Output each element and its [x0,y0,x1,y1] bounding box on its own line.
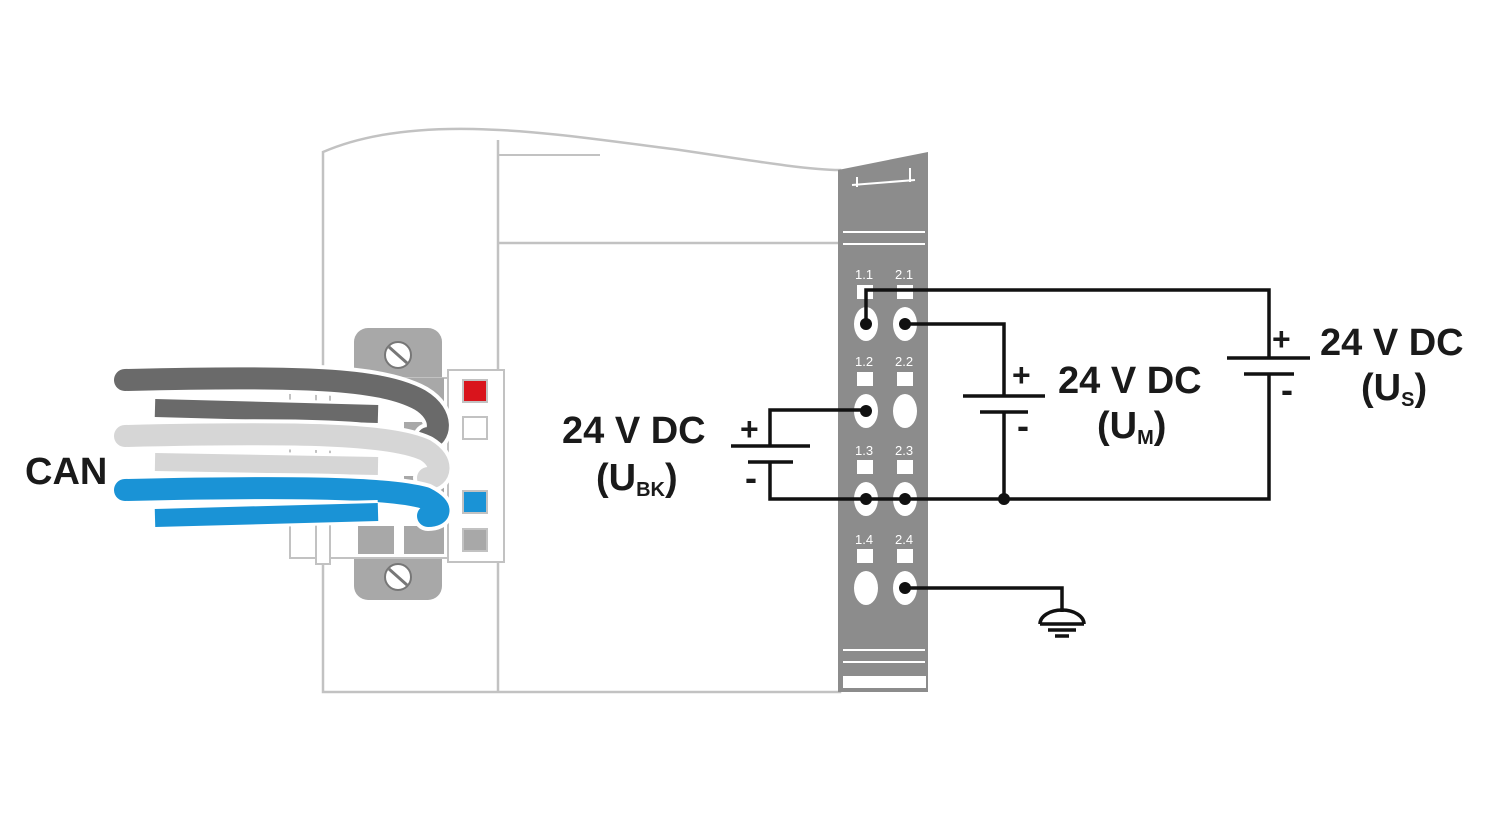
terminal-label-1-3: 1.3 [855,443,873,458]
us-minus-sign: - [1281,369,1293,410]
led-white [462,416,488,440]
terminal-2-2 [893,394,917,428]
ubk-minus-sign: - [745,457,757,498]
ubk-voltage-label: 24 V DC [562,410,706,452]
power-wiring [731,288,1310,638]
us-name-label: (US) [1361,367,1427,411]
terminal-1-4 [854,571,878,605]
terminal-label-1-2: 1.2 [855,354,873,369]
led-red [462,379,488,403]
um-plus-sign: + [1012,357,1031,393]
um-minus-sign: - [1017,405,1029,446]
terminal-label-1-4: 1.4 [855,532,873,547]
terminal-label-1-1: 1.1 [855,267,873,282]
um-name-label: (UM) [1097,405,1166,449]
us-voltage-label: 24 V DC [1320,322,1464,364]
terminal-label-2-4: 2.4 [895,532,913,547]
terminal-label-2-3: 2.3 [895,443,913,458]
ubk-plus-sign: + [740,411,759,447]
wire-junctions [860,318,1010,594]
can-cables [110,363,454,531]
ubk-name-label: (UBK) [596,457,678,501]
terminal-label-2-1: 2.1 [895,267,913,282]
us-plus-sign: + [1272,321,1291,357]
led-grey [462,528,488,552]
power-terminal-strip: 1.1 2.1 1.2 2.2 1.3 2.3 1.4 2.4 [838,152,928,692]
can-label: CAN [25,451,107,493]
terminal-label-2-2: 2.2 [895,354,913,369]
led-blue [462,490,488,514]
um-voltage-label: 24 V DC [1058,360,1202,402]
